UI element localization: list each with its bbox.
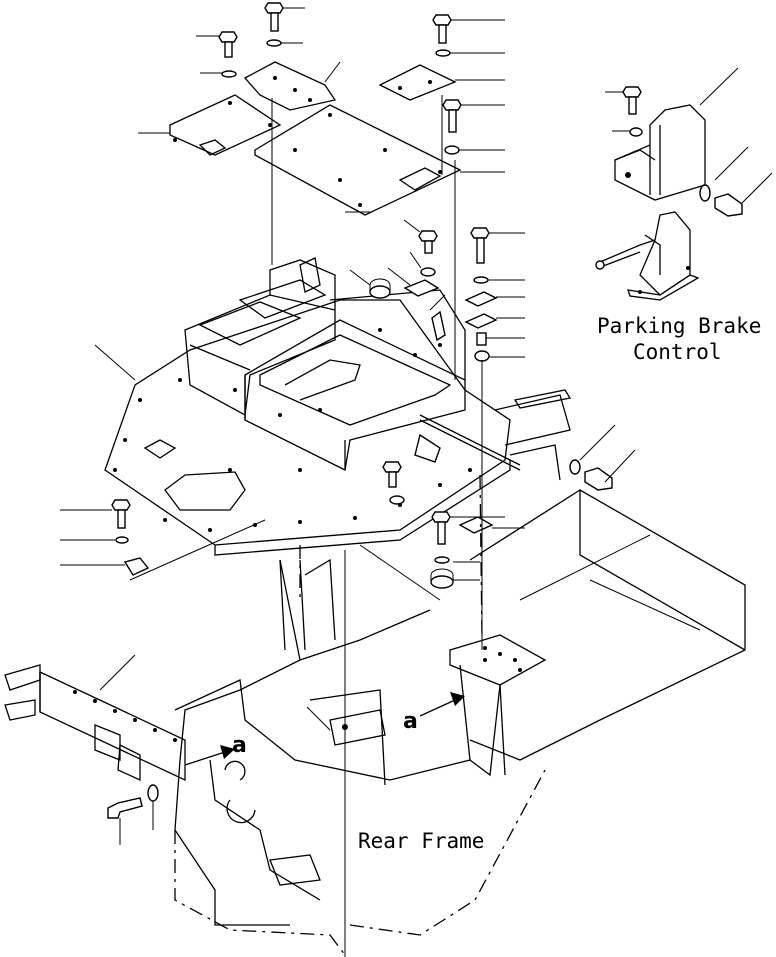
reference-arrow-right [419,692,465,717]
reference-arrow-left [184,745,235,766]
parking-brake-label-line1: Parking Brake [597,314,761,338]
console-boxes [184,257,466,471]
ref-a-right-label: a [403,709,418,734]
rear-frame-label: Rear Frame [358,829,484,853]
top-cover-plates [138,61,462,216]
ref-a-left-label: a [232,733,247,758]
bracket-bolt [107,784,159,845]
side-bracket [4,654,186,782]
parking-brake-label-line2: Control [633,340,722,364]
parking-brake-control [595,67,773,301]
leader-lines [60,7,636,957]
rear-frame [174,489,746,956]
control-rod [419,389,572,481]
fasteners-top [111,2,613,589]
